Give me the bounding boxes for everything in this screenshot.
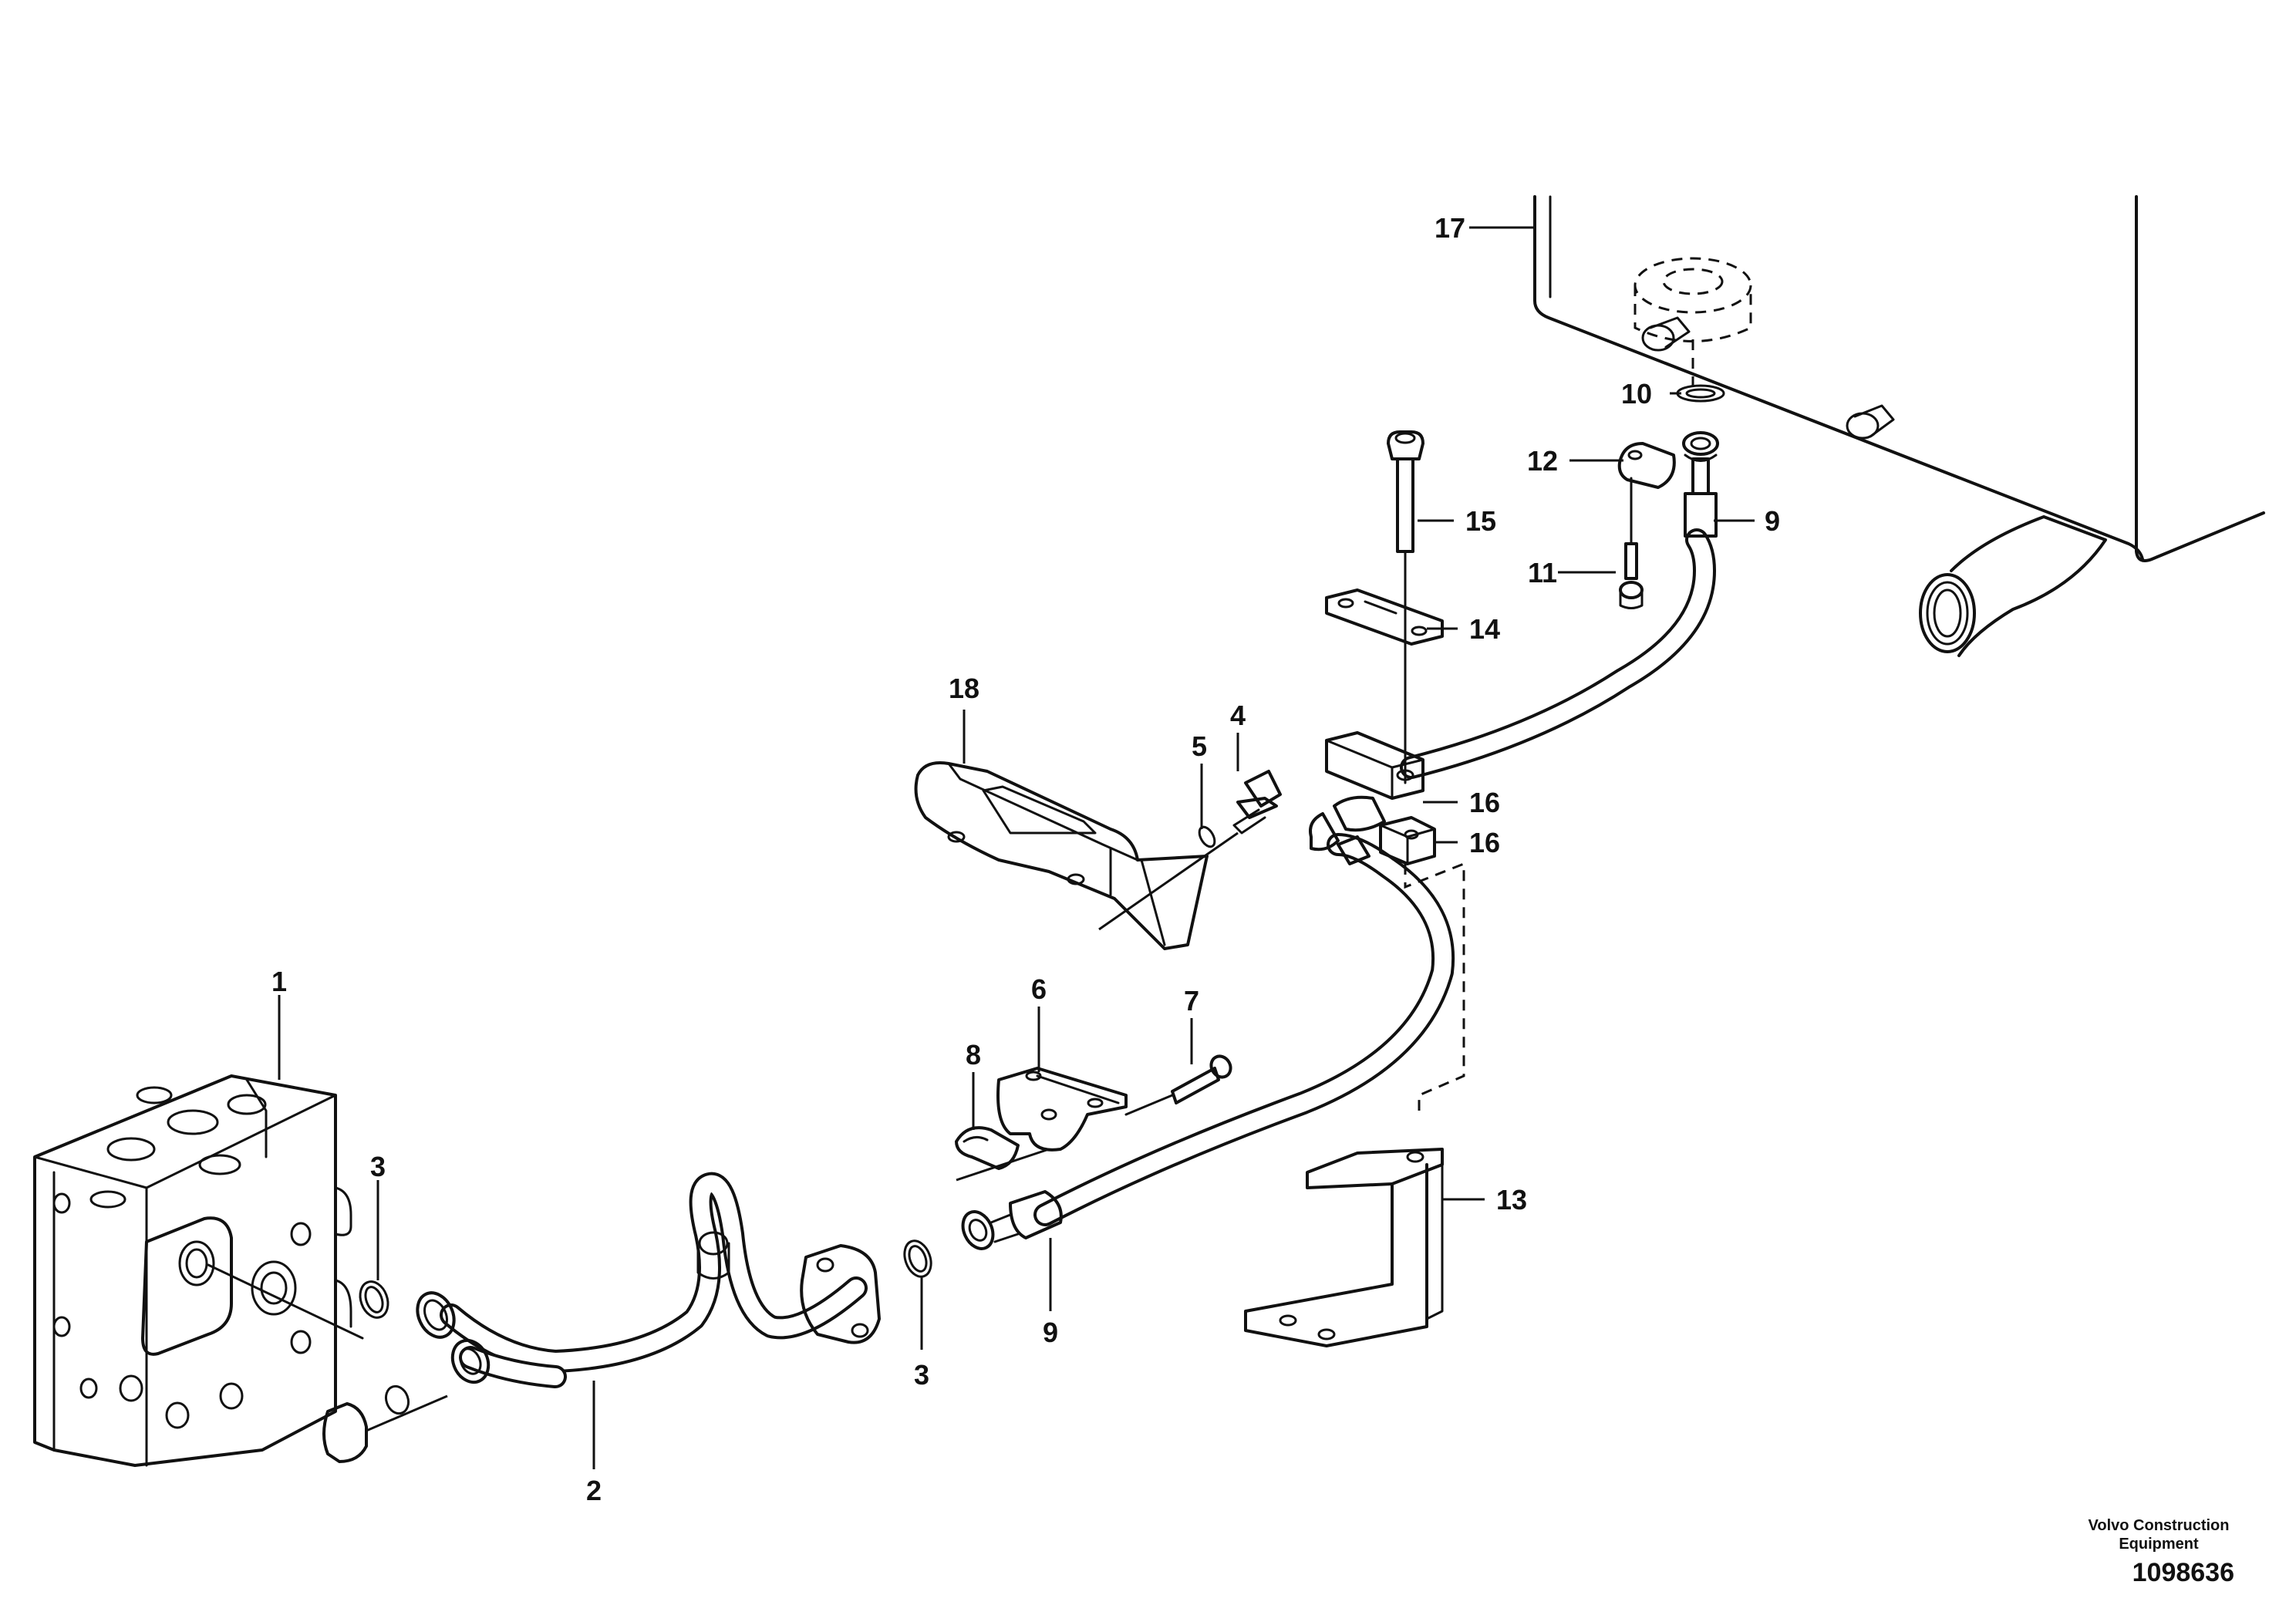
callout-5: 5 xyxy=(1192,730,1207,762)
control-valve-part-1 xyxy=(33,1074,364,1467)
screw-part-4 xyxy=(1232,770,1282,835)
callout-14: 14 xyxy=(1469,613,1500,645)
mounting-bracket-part-18 xyxy=(914,761,1239,950)
clamp-block-part-16-lower xyxy=(1379,816,1436,865)
callout-8: 8 xyxy=(966,1039,981,1071)
callout-9-lower: 9 xyxy=(1043,1317,1058,1348)
bolt-part-7 xyxy=(1124,1054,1232,1116)
callout-17: 17 xyxy=(1435,212,1465,244)
pipe-part-2 xyxy=(322,1172,881,1463)
callout-13: 13 xyxy=(1496,1184,1527,1216)
callout-3-right: 3 xyxy=(914,1359,929,1391)
company-caption: Volvo Construction Equipment xyxy=(2088,1517,2230,1553)
clamp-part-8 xyxy=(955,1126,1050,1182)
callout-2: 2 xyxy=(586,1475,602,1506)
callout-16-upper: 16 xyxy=(1469,787,1500,818)
callout-11: 11 xyxy=(1528,557,1557,588)
hose-part-9 xyxy=(961,431,1719,1250)
callout-4: 4 xyxy=(1230,700,1246,731)
callout-12: 12 xyxy=(1527,445,1558,477)
tank-part-17 xyxy=(1533,195,2265,657)
o-ring-part-10 xyxy=(1676,384,1725,403)
callout-9-upper: 9 xyxy=(1765,505,1780,537)
callout-16-lower: 16 xyxy=(1469,827,1500,858)
screw-part-11 xyxy=(1619,477,1644,609)
callout-18: 18 xyxy=(949,673,979,704)
callout-1: 1 xyxy=(271,966,287,997)
bolt-part-15 xyxy=(1387,430,1424,784)
bracket-part-13 xyxy=(1244,1148,1444,1347)
drawing-number: 1098636 xyxy=(2132,1558,2234,1587)
callout-15: 15 xyxy=(1465,505,1496,537)
washer-part-5 xyxy=(1198,825,1216,848)
o-ring-part-3-left xyxy=(359,1280,389,1319)
assembly-line-16-13 xyxy=(1404,862,1465,1111)
clamp-part-12 xyxy=(1617,442,1676,489)
callout-labels: 1 2 3 3 4 5 6 7 8 9 9 10 11 12 13 14 15 … xyxy=(271,212,1780,1506)
callout-6: 6 xyxy=(1031,973,1047,1005)
callout-10: 10 xyxy=(1621,378,1652,410)
o-ring-part-3-right xyxy=(903,1239,932,1278)
clamp-block-part-16-upper xyxy=(1325,731,1424,800)
leader-lines xyxy=(278,226,1755,1469)
callout-7: 7 xyxy=(1184,985,1199,1017)
callout-3-left: 3 xyxy=(370,1151,386,1182)
plate-part-14 xyxy=(1325,588,1444,646)
clamp-bracket-part-6 xyxy=(996,1067,1128,1152)
